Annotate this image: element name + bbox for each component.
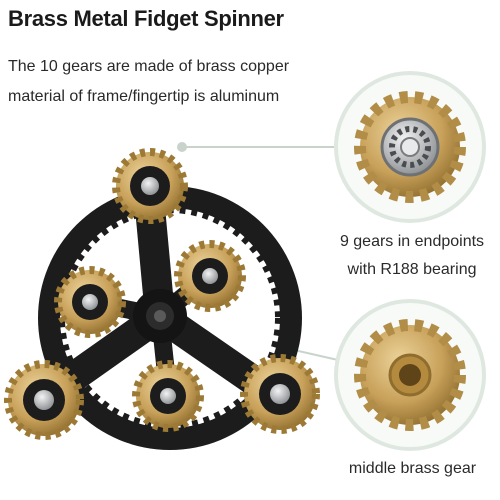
spinner-gear-top — [112, 148, 188, 224]
spinner-gear-bottom-left — [4, 360, 84, 440]
spinner-gear-bottom-right — [240, 354, 320, 434]
description-line-2: material of frame/fingertip is aluminum — [8, 88, 280, 105]
spinner-gear-right — [174, 240, 246, 312]
center-hub — [133, 289, 187, 343]
endpoint-gears-label-line-2: with R188 bearing — [347, 261, 477, 278]
middle-gear-label: middle brass gear — [348, 460, 477, 477]
spinner-gear-left — [54, 266, 126, 338]
endpoint-gears-label-line-1: 9 gears in endpoints — [339, 233, 485, 250]
callout-endpoint-gear — [334, 71, 486, 223]
callout-middle-gear — [334, 299, 486, 451]
description-line-1: The 10 gears are made of brass copper — [8, 58, 290, 75]
product-title: Brass Metal Fidget Spinner — [8, 6, 284, 31]
spinner-gear-bottom — [132, 360, 204, 432]
callout-dot-endpoint — [177, 142, 187, 152]
